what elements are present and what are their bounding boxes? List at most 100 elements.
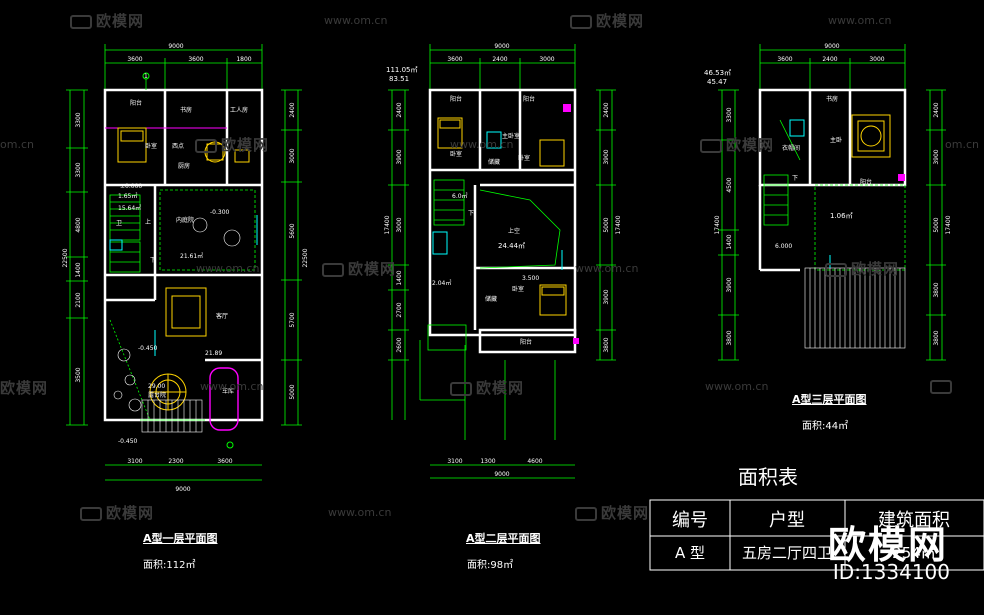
- plan2-room-storage-1: 储藏: [488, 158, 500, 166]
- plan2-area-2: 24.44㎡: [498, 242, 525, 250]
- plan1-bottom-dim-2: 2300: [168, 458, 183, 465]
- watermark-logo-icon: [450, 381, 472, 396]
- plan2-room-balcony-3: 阳台: [520, 338, 532, 346]
- plan1-area-1: 1.65㎡: [118, 192, 137, 200]
- watermark-url-2: www.om.cn: [828, 14, 892, 27]
- area-table-header-type: 户型: [769, 510, 805, 531]
- plan1-left-dim-4: 1400: [75, 262, 82, 277]
- watermark-brand-6: 欧模网: [825, 258, 899, 279]
- plan3-area-2: 6.000: [775, 243, 792, 250]
- plan1-top-dim-3: 1800: [236, 56, 251, 63]
- plan1-bottom-dim-1: 3100: [127, 458, 142, 465]
- plan2-bottom-dim-2: 1300: [480, 458, 495, 465]
- plan2-bottom-dim-3: 4600: [527, 458, 542, 465]
- watermark-url-5: om.cn: [945, 138, 979, 151]
- plan1-room-up: 上: [145, 218, 151, 226]
- watermark-brand-9: [930, 377, 956, 395]
- plan2-left-dim-2: 3900: [396, 149, 403, 164]
- watermark-url-1: www.om.cn: [324, 14, 388, 27]
- plan1-bottom-overall: 9000: [175, 486, 190, 493]
- plan1-top-dim-1: 3600: [127, 56, 142, 63]
- plan1-room-servant: 工人房: [230, 106, 248, 114]
- plan2-right-overall: 17400: [615, 215, 622, 234]
- watermark-url-8: www.om.cn: [200, 380, 264, 393]
- plan1-right-overall: 22500: [302, 248, 309, 267]
- plan2-corner-area: 111.05㎡: [386, 66, 418, 74]
- watermark-text: 欧模网: [348, 260, 397, 278]
- plan1-left-dim-6: 3500: [75, 367, 82, 382]
- watermark-text: 欧模网: [96, 12, 145, 30]
- watermark-logo-icon: [930, 379, 952, 394]
- plan2-room-balcony-2: 阳台: [523, 95, 535, 103]
- plan2-room-master: 主卧室: [502, 132, 520, 140]
- plan3-right-dim-5: 3800: [933, 330, 940, 345]
- plan1-area-3: 21.61㎡: [180, 252, 203, 260]
- watermark-logo-icon: [700, 138, 722, 153]
- plan3-left-dim-2: 4500: [726, 177, 733, 192]
- plan3-right-dim-1: 2400: [933, 102, 940, 117]
- area-table-cell-area: 254㎡: [892, 544, 936, 562]
- plan2-top-dim-1: 3600: [447, 56, 462, 63]
- plan1-grid-mark: 1: [144, 73, 148, 80]
- plan1-right-dim-4: 5700: [289, 312, 296, 327]
- plan1-room-terrace: 露台院: [148, 391, 166, 399]
- plan2-right-dim-3: 5000: [603, 217, 610, 232]
- plan2-room-storage-2: 储藏: [485, 295, 497, 303]
- watermark-logo-icon: [80, 506, 102, 521]
- area-table-cell-id: A 型: [675, 544, 705, 562]
- watermark-url-3: om.cn: [0, 138, 34, 151]
- plan2-room-bedroom-1: 卧室: [450, 150, 462, 158]
- plan1-area-4: 21.89: [205, 350, 222, 357]
- plan1-title: A型一层平面图: [143, 532, 218, 545]
- plan1-room-wc: 卫: [116, 220, 122, 227]
- plan1-room-garage: 车库: [222, 387, 234, 395]
- plan2-area-1: 6.0㎡: [452, 192, 468, 200]
- area-table-grid: [649, 499, 984, 571]
- watermark-brand-10: 欧模网: [80, 502, 154, 523]
- watermark-brand-3: 欧模网: [195, 134, 269, 155]
- plan3-room-balcony: 阳台: [860, 178, 872, 186]
- plan2-corner-area-2: 83.51: [389, 75, 409, 83]
- plan1-left-overall: 22500: [62, 248, 69, 267]
- watermark-url-4: www.om.cn: [450, 138, 514, 151]
- watermark-brand-7: 欧模网: [0, 377, 48, 398]
- plan2-area: 面积:98㎡: [467, 560, 514, 571]
- area-table-cell-type: 五房二厅四卫: [742, 544, 832, 562]
- plan1-right-dim-2: 3000: [289, 148, 296, 163]
- watermark-brand-11: 欧模网: [575, 502, 649, 523]
- watermark-url-10: www.om.cn: [328, 506, 392, 519]
- plan1-level-4: -0.450: [118, 438, 138, 445]
- plan2-room-down: 下: [468, 210, 474, 217]
- plan1-right-dim-1: 2400: [289, 102, 296, 117]
- watermark-text: 欧模网: [596, 12, 645, 30]
- plan2-bottom-overall: 9000: [494, 471, 509, 478]
- plan3-area-1: 1.06㎡: [830, 212, 853, 220]
- plan1-room-study: 书房: [180, 106, 192, 114]
- plan3-room-master: 主卧: [830, 136, 842, 144]
- plan2-room-bedroom-2: 卧室: [518, 154, 530, 162]
- plan1-room-bedroom: 卧室: [145, 142, 157, 150]
- watermark-text: 欧模网: [0, 379, 49, 397]
- plan2-title: A型二层平面图: [466, 532, 541, 545]
- plan2-area-4: 3.500: [522, 275, 539, 282]
- plan3-left-overall: 17400: [714, 215, 721, 234]
- plan2-left-dim-3: 3000: [396, 217, 403, 232]
- plan2-area-3: 2.04㎡: [432, 279, 451, 287]
- plan-3-third-floor: [718, 44, 946, 361]
- plan2-left-dim-5: 2700: [396, 302, 403, 317]
- plan1-bottom-dim-3: 3600: [217, 458, 232, 465]
- watermark-logo-icon: [70, 14, 92, 29]
- plan2-top-dim-3: 3000: [539, 56, 554, 63]
- plan1-right-dim-5: 5000: [289, 384, 296, 399]
- plan2-right-dim-5: 3800: [603, 337, 610, 352]
- area-table-header-id: 编号: [672, 510, 708, 531]
- plan3-top-dim-2: 2400: [822, 56, 837, 63]
- plan3-right-overall: 17400: [945, 215, 952, 234]
- plan3-corner-area-2: 45.47: [707, 78, 727, 86]
- watermark-brand-8: 欧模网: [450, 377, 524, 398]
- plan1-area-5: 29.00: [148, 383, 165, 390]
- plan1-level-3: -0.450: [138, 345, 158, 352]
- plan3-right-dim-2: 3900: [933, 149, 940, 164]
- plan2-overall-dim: 9000: [494, 43, 509, 50]
- plan3-area: 面积:44㎡: [802, 421, 849, 432]
